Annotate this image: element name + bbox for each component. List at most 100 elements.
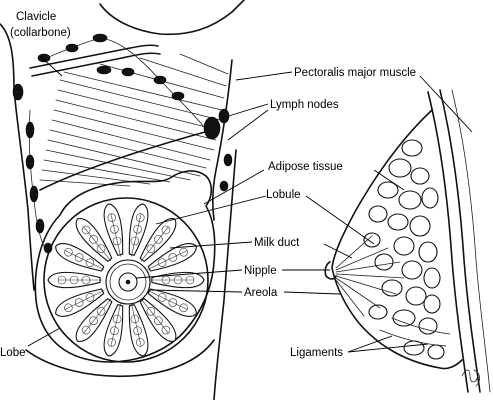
side-lobe-group xyxy=(363,139,445,360)
leader-clavicle xyxy=(39,55,63,77)
lobule-shape xyxy=(81,225,91,235)
leader-ligaments-2 xyxy=(347,343,429,353)
label-collarbone: (collarbone) xyxy=(10,27,71,39)
duct-line xyxy=(83,298,112,334)
lymph-node xyxy=(223,153,233,167)
label-milk-duct: Milk duct xyxy=(254,237,300,249)
lymph-node xyxy=(219,180,229,192)
side-lobule-shape xyxy=(381,279,403,297)
label-adipose: Adipose tissue xyxy=(268,161,343,173)
label-ligaments: Ligaments xyxy=(290,347,343,359)
label-lobe: Lobe xyxy=(0,347,26,359)
lymph-node xyxy=(29,185,39,203)
leader-lobule-right xyxy=(305,195,375,245)
lobule-shape xyxy=(157,258,167,267)
chest-wall-inner xyxy=(439,89,481,393)
lobule-shape xyxy=(89,235,98,244)
lobule-shape xyxy=(157,293,167,302)
leader-pectoralis-left xyxy=(235,71,293,81)
lymph-node xyxy=(25,154,35,170)
pectoralis-muscle xyxy=(39,53,229,191)
side-lobule-shape xyxy=(405,286,427,306)
leader-milk-duct-left xyxy=(169,241,253,249)
side-view xyxy=(324,89,491,393)
side-nipple xyxy=(324,261,337,280)
duct-line xyxy=(140,226,169,262)
side-lobule-shape xyxy=(393,236,415,256)
side-lobule-shape xyxy=(401,260,423,280)
lobule-shape xyxy=(96,244,106,254)
lobule-shape xyxy=(179,303,188,313)
lymph-node xyxy=(37,53,51,63)
side-lobule-shape xyxy=(418,317,438,335)
duct-line xyxy=(110,213,121,257)
lobule-shape xyxy=(168,298,178,307)
side-lobule-shape xyxy=(410,167,430,185)
ligaments-lines xyxy=(379,317,451,347)
side-lobule-shape xyxy=(418,241,438,263)
lobule-shape xyxy=(154,316,163,325)
leader-lymph-2 xyxy=(227,109,269,141)
lobule-shape xyxy=(74,298,84,307)
lobule-shape xyxy=(112,314,122,324)
duct-line xyxy=(131,213,142,257)
lymph-node xyxy=(65,43,79,53)
leader-ligaments-1 xyxy=(347,335,393,353)
body-side-outline xyxy=(13,89,35,291)
chest-right-outline xyxy=(211,59,233,221)
leader-lymph-1 xyxy=(221,103,269,119)
leader-lobe xyxy=(27,327,61,347)
side-lobule-shape xyxy=(374,253,394,271)
lobule-shape xyxy=(154,235,163,244)
lobule-shape xyxy=(179,247,188,257)
breast-profile xyxy=(331,109,463,370)
lobule-shape xyxy=(110,326,119,335)
side-lobule-shape xyxy=(403,340,425,356)
lobe-shape xyxy=(55,288,105,317)
lobule-shape xyxy=(74,253,84,262)
lobule-shape xyxy=(168,253,178,262)
leader-adipose-right xyxy=(373,169,405,191)
shoulder-outline xyxy=(0,23,15,91)
leader-milk-duct-right xyxy=(323,243,353,259)
adipose-outline xyxy=(34,170,216,363)
lobule-shape xyxy=(81,325,91,335)
side-ducts xyxy=(335,235,405,317)
lobe-shape xyxy=(128,203,149,256)
lobule-shape xyxy=(107,213,117,222)
lobe-shape xyxy=(103,203,124,256)
leader-lines xyxy=(27,55,473,353)
lymph-node xyxy=(12,83,24,101)
side-lobule-shape xyxy=(392,309,416,327)
lobule-shape xyxy=(89,316,98,325)
nipple-center xyxy=(125,279,131,285)
label-nipple: Nipple xyxy=(244,265,277,277)
leader-nipple-left xyxy=(135,269,243,279)
lymph-node xyxy=(92,33,108,43)
clavicle-bone xyxy=(29,44,161,77)
lobe-shape xyxy=(55,243,105,272)
lobule-shape xyxy=(112,236,122,246)
side-lobule-shape xyxy=(401,139,423,157)
front-view xyxy=(0,0,245,401)
lobule-shape xyxy=(135,338,145,347)
label-lobule: Lobule xyxy=(266,189,301,201)
side-lobule-shape xyxy=(363,232,381,248)
artist-signature xyxy=(461,369,480,387)
areola-ring xyxy=(109,263,147,301)
lobule-shape xyxy=(110,225,119,234)
side-lobule-shape xyxy=(427,344,445,360)
leader-lobule-left xyxy=(155,195,267,225)
lobe-shape xyxy=(147,288,197,317)
lobule-shape xyxy=(133,326,142,335)
duct-line xyxy=(147,250,188,270)
label-pectoralis: Pectoralis major muscle xyxy=(294,67,416,79)
labels: Clavicle (collarbone) Pectoralis major m… xyxy=(0,11,416,359)
label-lymph-nodes: Lymph nodes xyxy=(270,99,339,111)
duct-line xyxy=(64,250,105,270)
side-lobule-shape xyxy=(377,181,399,199)
side-lobule-shape xyxy=(423,294,441,314)
lobule-shape xyxy=(64,303,73,313)
lobule-shape xyxy=(161,225,171,235)
